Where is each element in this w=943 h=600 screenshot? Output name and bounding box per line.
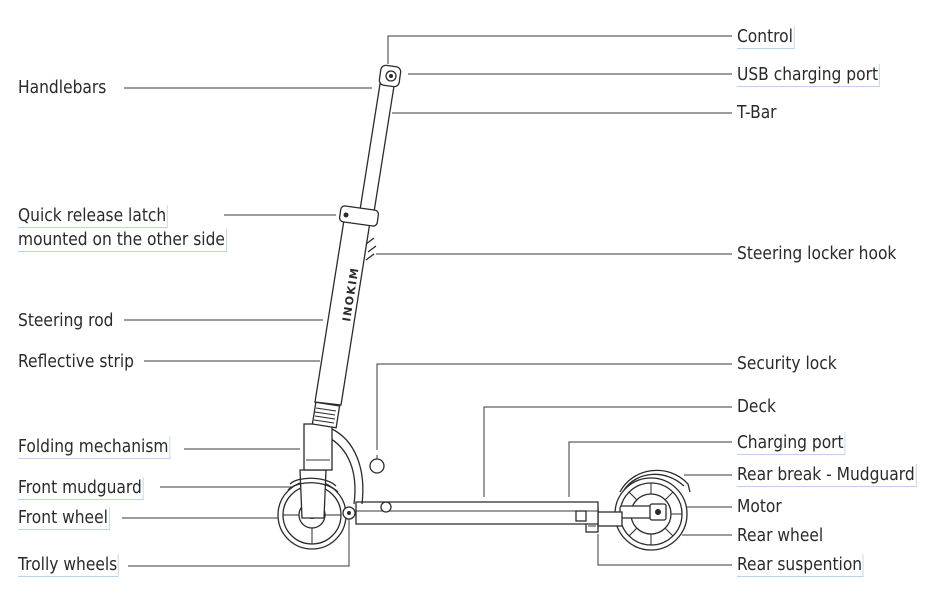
t-bar-drawing xyxy=(359,83,395,213)
motor-drawing xyxy=(619,503,667,521)
label-motor: Motor xyxy=(737,496,782,517)
deck-drawing xyxy=(355,501,599,525)
label-steering-locker-hook: Steering locker hook xyxy=(737,243,897,264)
leader-charging-port xyxy=(568,441,732,497)
label-rear-suspension: Rear suspention xyxy=(737,554,864,577)
label-rear-wheel: Rear wheel xyxy=(737,525,824,546)
label-t-bar: T-Bar xyxy=(737,102,777,123)
leader-rear-suspension xyxy=(597,534,732,566)
label-front-wheel: Front wheel xyxy=(18,507,110,530)
label-charging-port: Charging port xyxy=(737,432,846,455)
label-front-mudguard: Front mudguard xyxy=(18,477,144,500)
label-folding-mechanism: Folding mechanism xyxy=(18,436,171,459)
scooter: INOKIM xyxy=(277,64,691,551)
folding-arc xyxy=(329,427,364,505)
quick-release-drawing xyxy=(338,205,380,227)
label-control: Control xyxy=(737,26,795,49)
folding-mechanism-drawing xyxy=(303,396,341,471)
security-lock-drawing xyxy=(369,455,385,474)
label-reflective-strip: Reflective strip xyxy=(18,351,134,372)
label-security-lock: Security lock xyxy=(737,353,837,374)
label-quick-release-1: Quick release latch xyxy=(18,205,168,228)
rear-mudguard-drawing xyxy=(619,469,691,493)
leader-lines-right xyxy=(376,35,732,566)
leader-security-lock xyxy=(376,363,732,450)
label-trolly-wheels: Trolly wheels xyxy=(18,554,119,577)
label-rear-brake-mudguard: Rear break - Mudguard xyxy=(737,464,917,487)
label-usb-port: USB charging port xyxy=(737,64,880,87)
leader-control xyxy=(387,35,732,64)
label-quick-release-2: mounted on the other side xyxy=(18,229,227,252)
label-deck: Deck xyxy=(737,396,776,417)
label-handlebars: Handlebars xyxy=(18,77,107,98)
steering-hook-drawing xyxy=(365,237,377,261)
leader-deck xyxy=(483,406,732,497)
control-drawing xyxy=(378,64,402,88)
leader-trolly-wheels xyxy=(128,519,350,567)
label-steering-rod: Steering rod xyxy=(18,310,114,331)
leader-lines-left xyxy=(122,87,372,567)
